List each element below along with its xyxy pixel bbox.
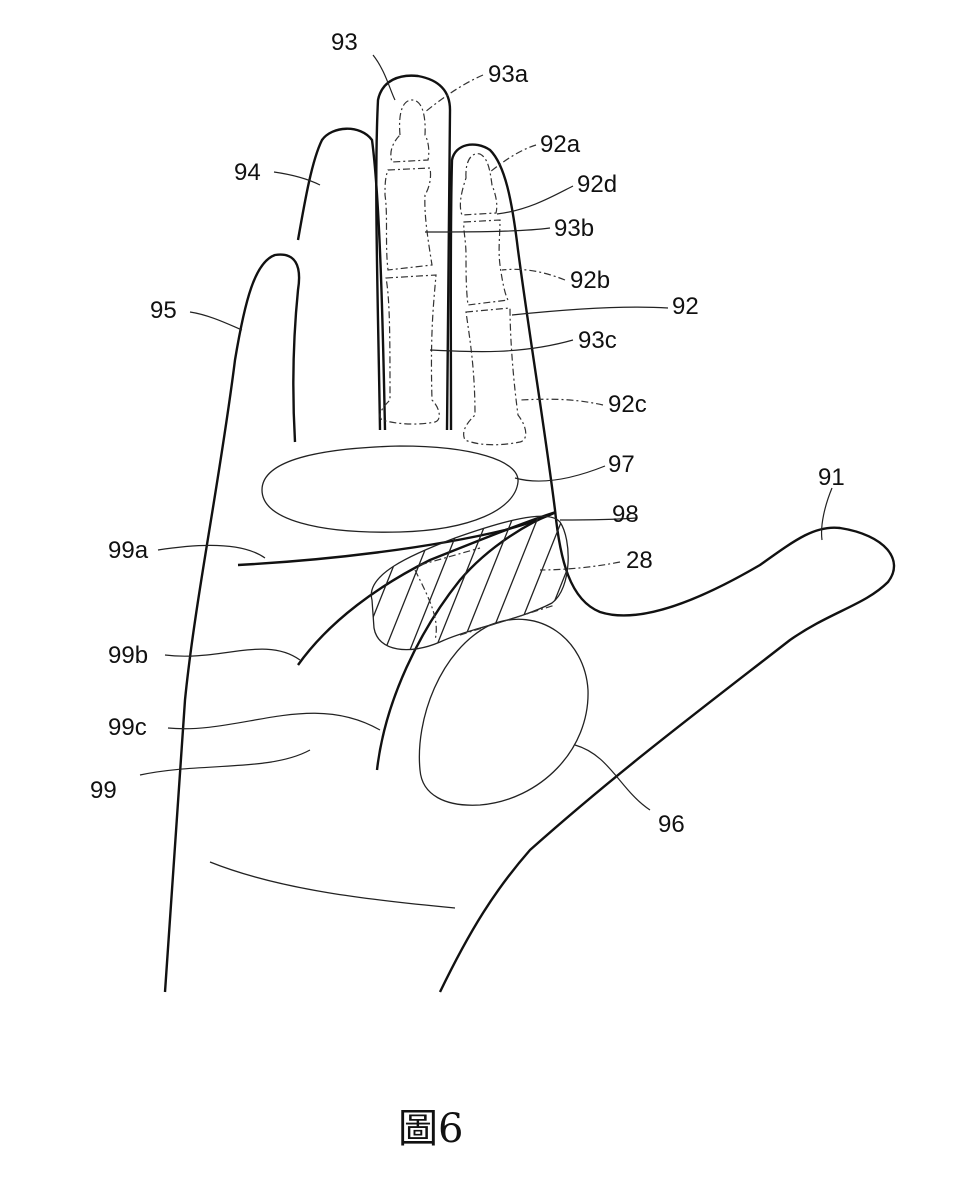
label-99c: 99c bbox=[108, 714, 147, 741]
label-91: 91 bbox=[818, 464, 845, 491]
bone-93b bbox=[384, 167, 433, 271]
label-93c: 93c bbox=[578, 327, 617, 354]
pad-96 bbox=[418, 618, 589, 806]
index-finger-outline bbox=[438, 143, 896, 993]
bone-92a bbox=[459, 153, 498, 216]
leader-lines bbox=[139, 54, 833, 811]
bone-93a bbox=[390, 99, 430, 163]
label-96: 96 bbox=[658, 811, 685, 838]
crease-99c bbox=[375, 510, 557, 771]
label-95: 95 bbox=[150, 297, 177, 324]
figure-caption: 圖6 bbox=[398, 1106, 463, 1152]
hand-outline-left bbox=[163, 253, 301, 993]
label-99a: 99a bbox=[108, 537, 149, 564]
bone-92c bbox=[463, 307, 527, 446]
label-92c: 92c bbox=[608, 391, 647, 418]
label-94: 94 bbox=[234, 159, 261, 186]
bone-93c bbox=[379, 274, 440, 425]
region-28 bbox=[370, 515, 569, 651]
label-99: 99 bbox=[90, 777, 117, 804]
label-99b: 99b bbox=[108, 642, 148, 669]
label-93: 93 bbox=[331, 29, 358, 56]
wrist-crease bbox=[209, 861, 456, 909]
label-98: 98 bbox=[612, 501, 639, 528]
middle-finger-outline bbox=[375, 74, 452, 431]
ring-finger-outline bbox=[296, 127, 387, 431]
bone-92b bbox=[463, 219, 509, 306]
label-93a: 93a bbox=[488, 61, 529, 88]
crease-99b bbox=[297, 510, 557, 666]
label-97: 97 bbox=[608, 451, 635, 478]
label-28: 28 bbox=[626, 547, 653, 574]
hatching bbox=[371, 516, 569, 650]
label-92d: 92d bbox=[577, 171, 617, 198]
label-92a: 92a bbox=[540, 131, 581, 158]
label-92b: 92b bbox=[570, 267, 610, 294]
pad-97 bbox=[261, 445, 519, 533]
label-93b: 93b bbox=[554, 215, 594, 242]
label-92: 92 bbox=[672, 293, 699, 320]
region-98-dashed bbox=[414, 547, 556, 641]
